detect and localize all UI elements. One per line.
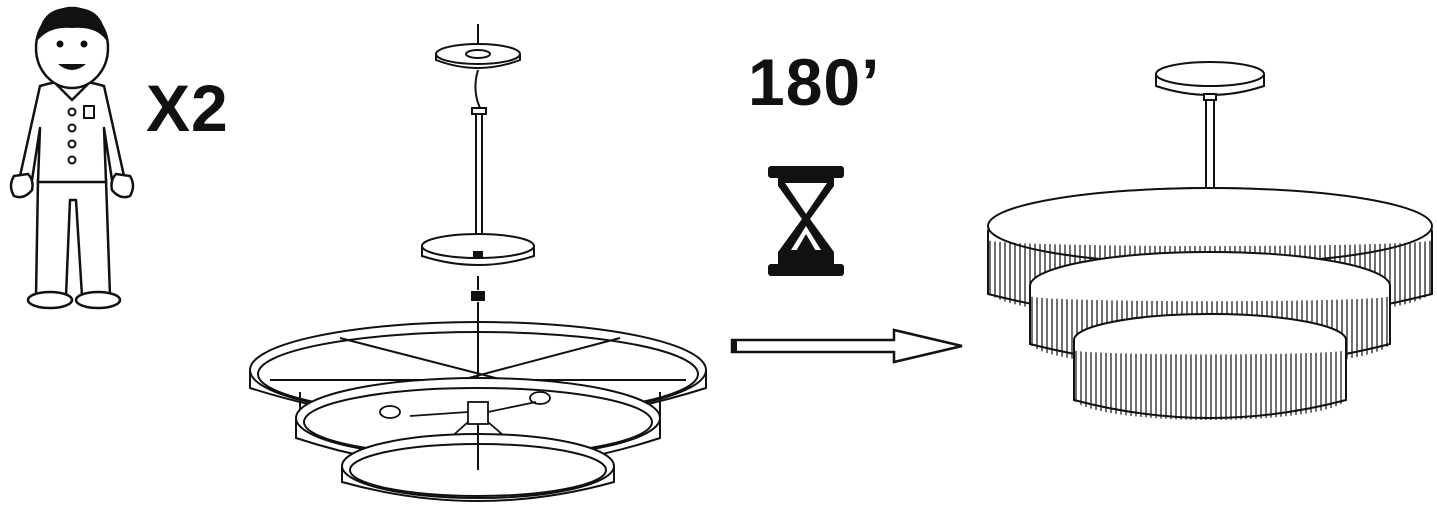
hourglass-icon <box>768 166 844 276</box>
chandelier-assembled-illustration <box>987 61 1433 420</box>
arrow-right-icon <box>730 328 963 364</box>
chandelier-frame-illustration <box>249 24 707 502</box>
person-icon <box>9 6 135 310</box>
people-count-label: X2 <box>146 71 229 145</box>
time-label: 180’ <box>748 45 881 119</box>
